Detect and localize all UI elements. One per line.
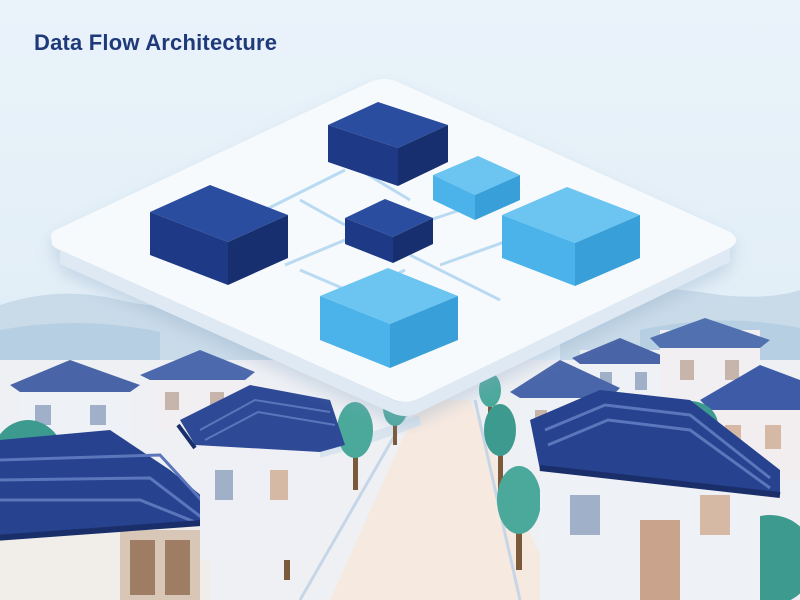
node-upper-right-light — [433, 156, 520, 220]
hanok-house-front-right — [530, 390, 781, 600]
node-center-dark — [345, 199, 433, 263]
node-front-light — [320, 268, 458, 368]
node-top-dark — [328, 102, 448, 186]
node-right-light — [502, 187, 640, 286]
tree-road-right-3 — [497, 466, 541, 570]
hanok-house-front-left — [0, 430, 225, 600]
hanok-house-center-left — [176, 385, 345, 560]
tree-road-right-2 — [484, 404, 516, 490]
node-left-dark — [150, 185, 288, 285]
page-title: Data Flow Architecture — [34, 30, 278, 55]
tree-mid-left — [337, 402, 373, 490]
